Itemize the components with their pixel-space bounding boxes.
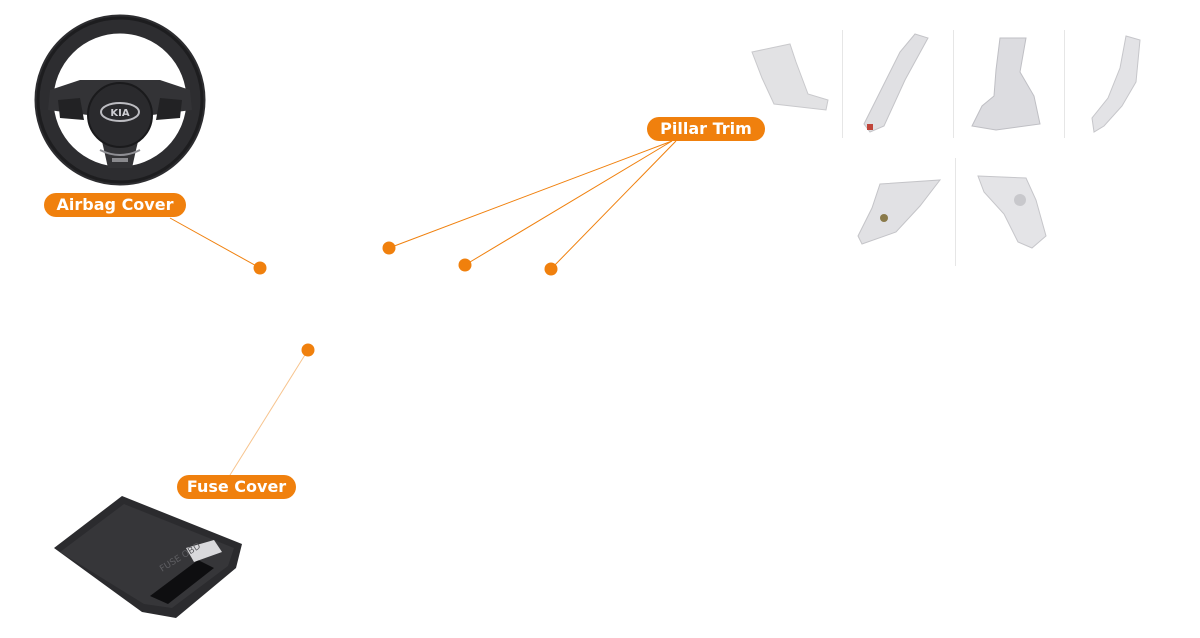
pillar-trim-part-2	[863, 33, 929, 133]
hotspot-pillar-1[interactable]	[382, 241, 396, 255]
leader-lines	[169, 140, 677, 476]
leader-line-airbag	[169, 217, 261, 269]
leader-line-fuse	[229, 349, 309, 476]
hotspot-airbag[interactable]	[253, 261, 267, 275]
pillar-trim-images	[751, 30, 1141, 266]
airbag-cover-label[interactable]: Airbag Cover	[44, 193, 186, 217]
fuse-cover-label[interactable]: Fuse Cover	[177, 475, 296, 499]
hotspot-pillar-3[interactable]	[544, 262, 558, 276]
hotspot-fuse[interactable]	[301, 343, 315, 357]
pillar-trim-part-5	[857, 179, 942, 245]
pillar-trim-part-3	[971, 37, 1041, 131]
divider	[953, 30, 954, 138]
hotspot-dots	[253, 241, 558, 357]
fuse-cover-image: FUSE OBD	[54, 496, 242, 618]
pillar-trim-label[interactable]: Pillar Trim	[647, 117, 765, 141]
divider	[955, 158, 956, 266]
leader-line-pillar-3	[550, 140, 677, 270]
pillar-trim-part-6	[977, 175, 1047, 249]
kia-badge: KIA	[110, 108, 129, 119]
divider	[842, 30, 843, 138]
pillar-trim-part-1	[751, 43, 829, 111]
hotspot-pillar-2[interactable]	[458, 258, 472, 272]
divider	[1064, 30, 1065, 138]
leader-line-pillar-1	[388, 140, 673, 249]
leader-line-pillar-2	[464, 140, 673, 266]
pillar-trim-part-4	[1091, 35, 1141, 133]
steering-wheel-image: KIA	[34, 14, 206, 186]
